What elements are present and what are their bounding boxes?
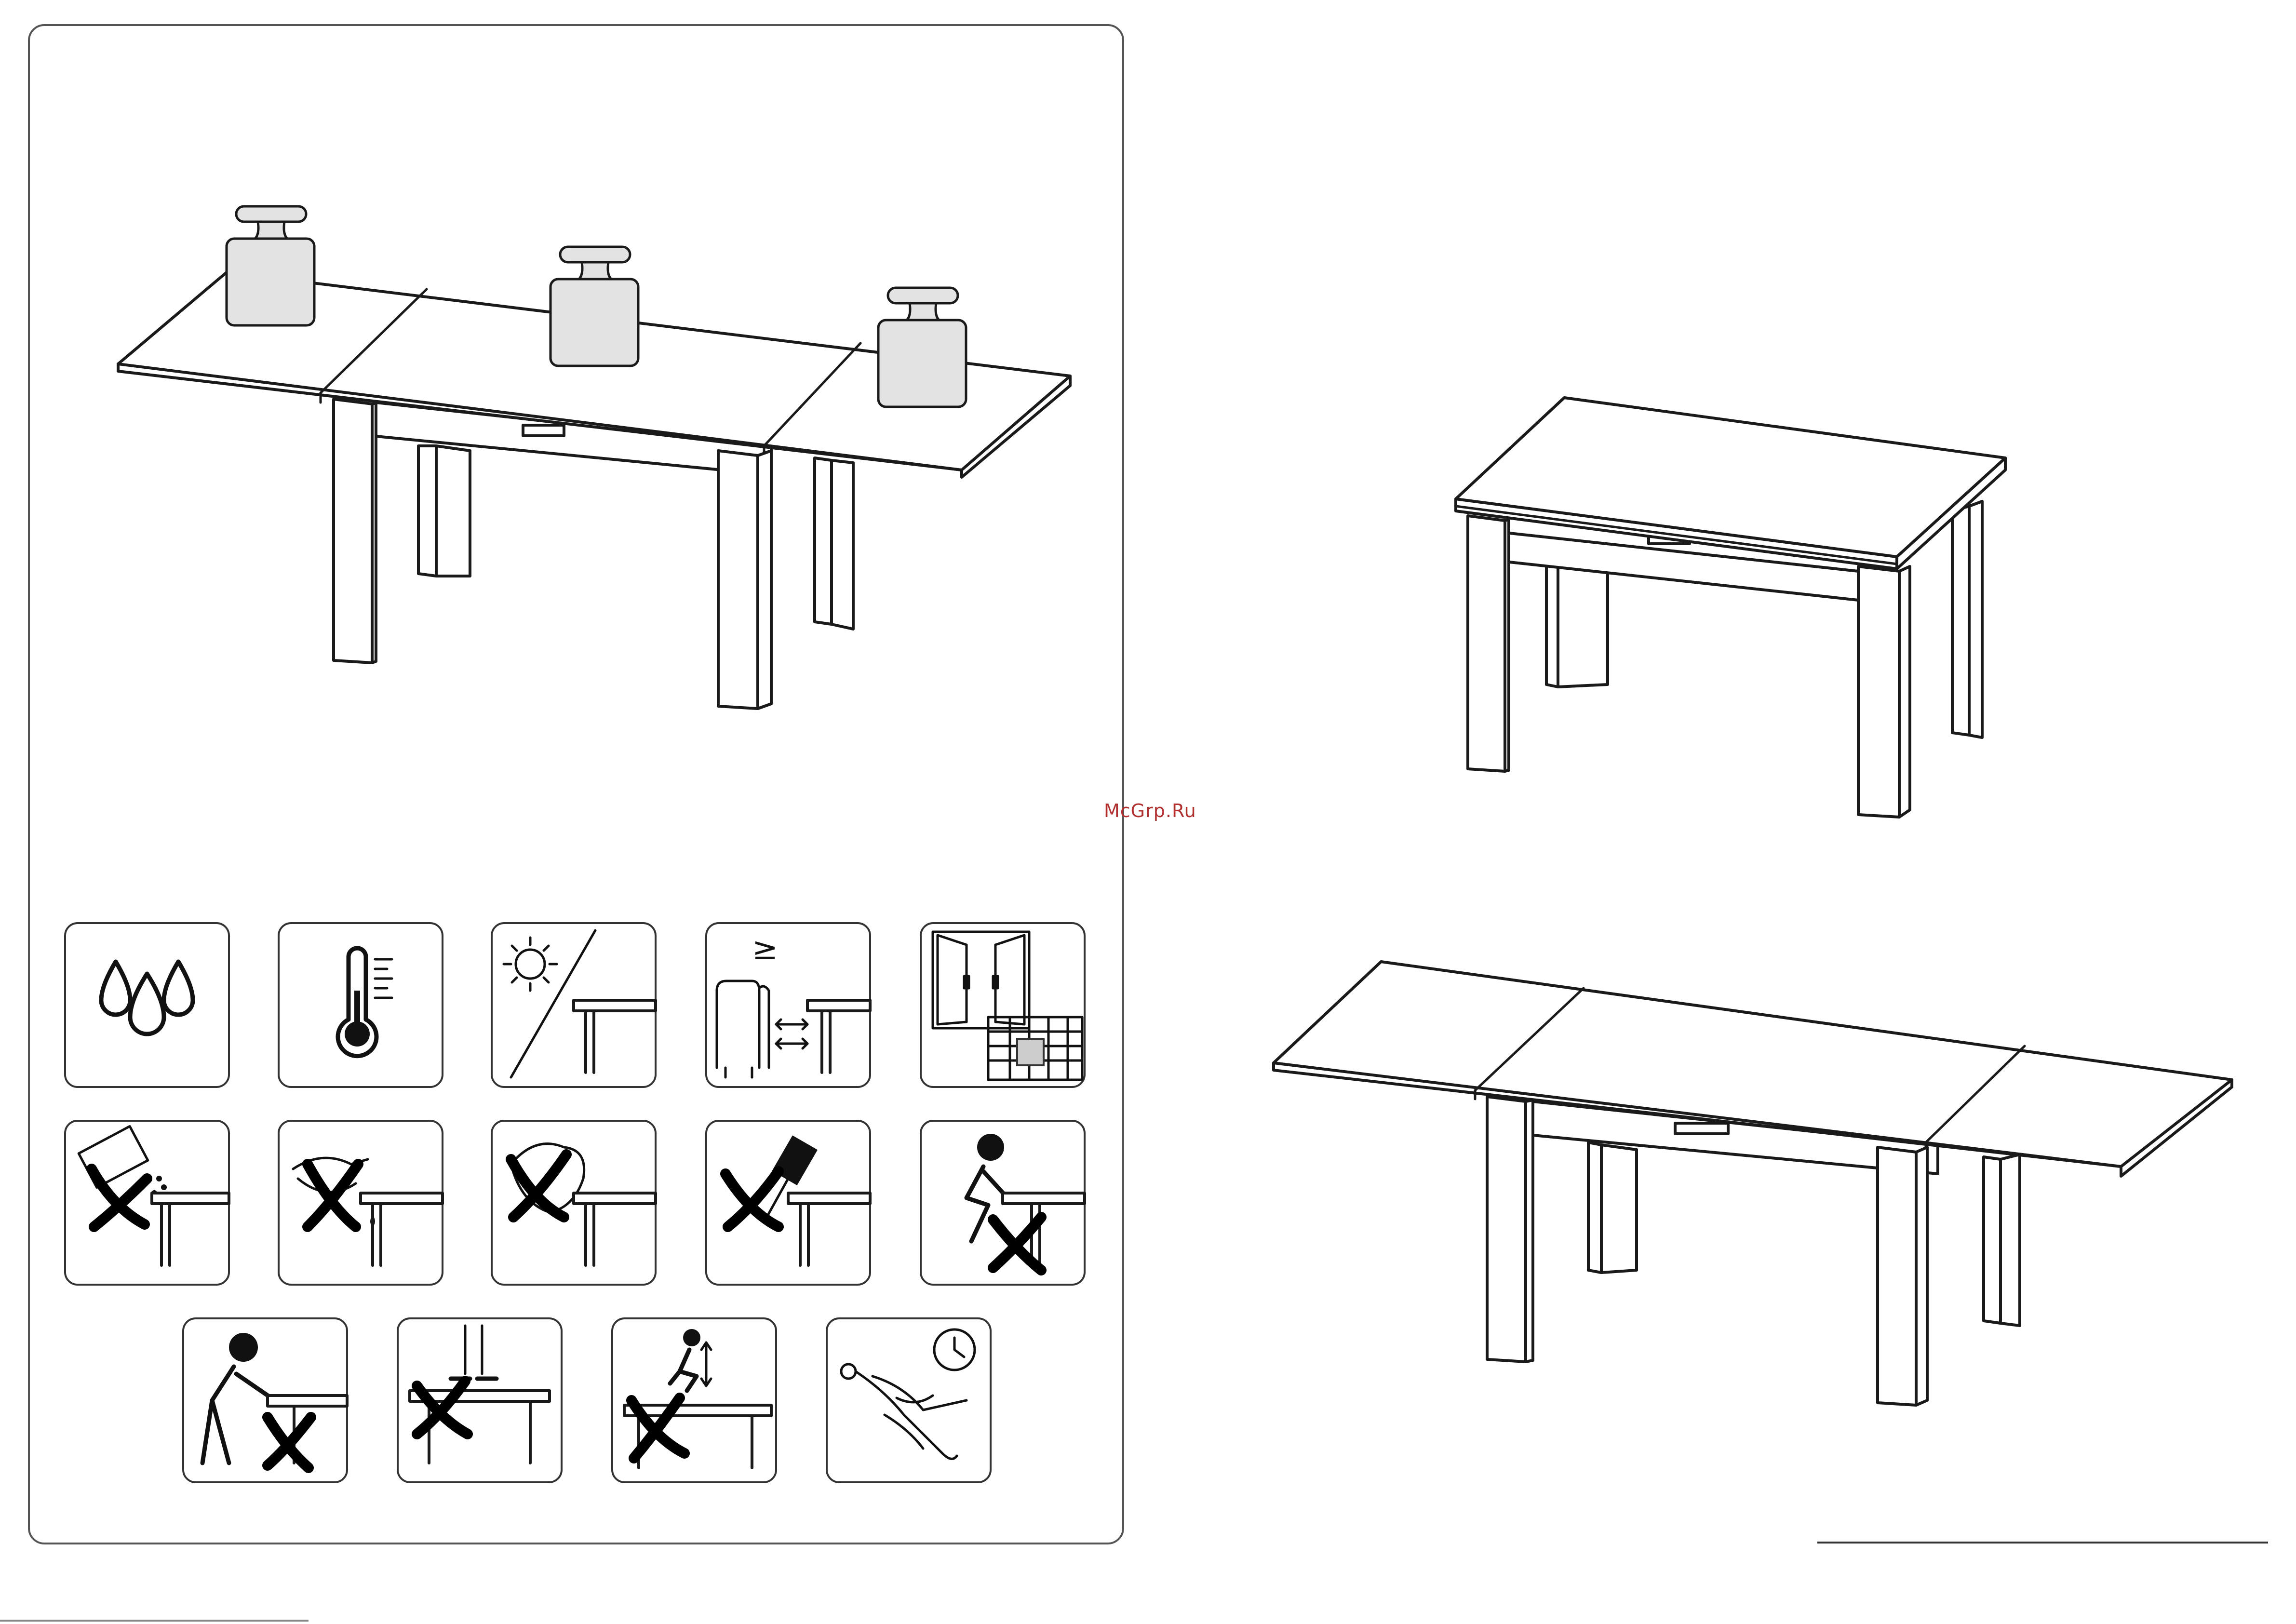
no-spill-icon [279,1121,443,1285]
extended-table-with-weights-illustration [118,206,1070,709]
no-hot-dish-icon [65,1121,229,1285]
closed-table-illustration [1456,398,2005,817]
temperature-icon [279,923,443,1087]
no-standing-icon [398,1318,562,1482]
heater-distance-icon: ≥ [706,923,870,1087]
no-climbing-icon [612,1318,776,1482]
no-leaning-icon [183,1318,347,1482]
heater-distance-symbol: ≥ [752,931,778,967]
weight-left [227,206,314,325]
no-hammer-icon [706,1121,870,1285]
weight-center [551,247,638,366]
direct-sunlight-icon [492,923,656,1087]
no-sharp-objects-icon [492,1121,656,1285]
tighten-screws-icon [827,1318,991,1482]
weight-right [878,288,966,407]
humidity-icon [65,923,229,1087]
ventilation-icon [921,923,1085,1087]
no-sitting-icon [921,1121,1085,1285]
extended-table-illustration [1274,962,2232,1405]
watermark-text: McGrp.Ru [1104,800,1196,821]
